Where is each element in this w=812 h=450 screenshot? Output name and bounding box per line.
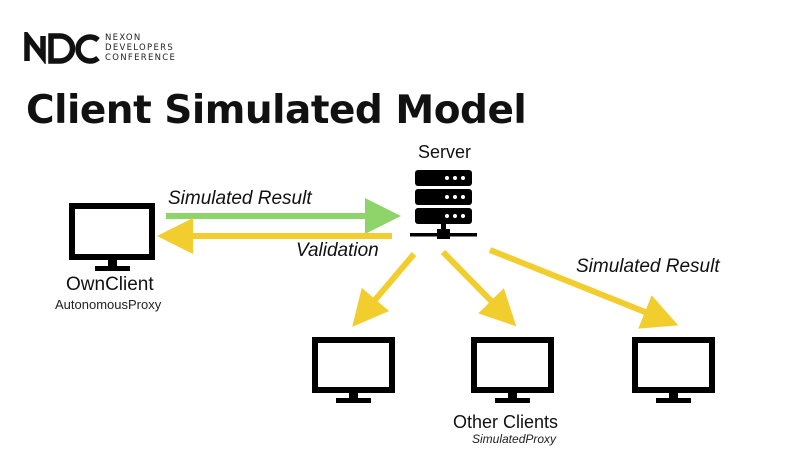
- simulated-result-arrow-to-client-2: [440, 249, 517, 327]
- server-icon: [410, 170, 477, 239]
- simulated-result-arrow-to-client-3: [488, 247, 679, 329]
- simulated-result-arrow-to-client-1: [352, 252, 417, 327]
- logo-text: NEXON DEVELOPERS CONFERENCE: [105, 33, 176, 63]
- validation-label: Validation: [296, 240, 379, 261]
- ownclient-label: OwnClient: [66, 274, 154, 295]
- ndc-logo-mark: [24, 32, 100, 64]
- ownclient-monitor-icon: [69, 203, 155, 271]
- page-title: Client Simulated Model: [26, 88, 527, 133]
- logo-line-conference: CONFERENCE: [105, 53, 177, 63]
- other-client-monitor-icon-2: [471, 337, 554, 403]
- simulated-result-label-right: Simulated Result: [576, 256, 720, 277]
- other-client-monitor-icon-3: [632, 337, 715, 403]
- server-label: Server: [418, 142, 472, 162]
- other-client-monitor-icon-1: [312, 337, 395, 403]
- simulated-result-label-top: Simulated Result: [168, 188, 312, 209]
- logo-line-developers: DEVELOPERS: [105, 43, 175, 53]
- ownclient-proxy-label: AutonomousProxy: [55, 297, 162, 312]
- other-clients-proxy-label: SimulatedProxy: [472, 432, 557, 446]
- logo-line-nexon: NEXON: [105, 33, 142, 43]
- ndc-logo: NEXON DEVELOPERS CONFERENCE: [24, 30, 176, 70]
- other-clients-label: Other Clients: [453, 412, 559, 432]
